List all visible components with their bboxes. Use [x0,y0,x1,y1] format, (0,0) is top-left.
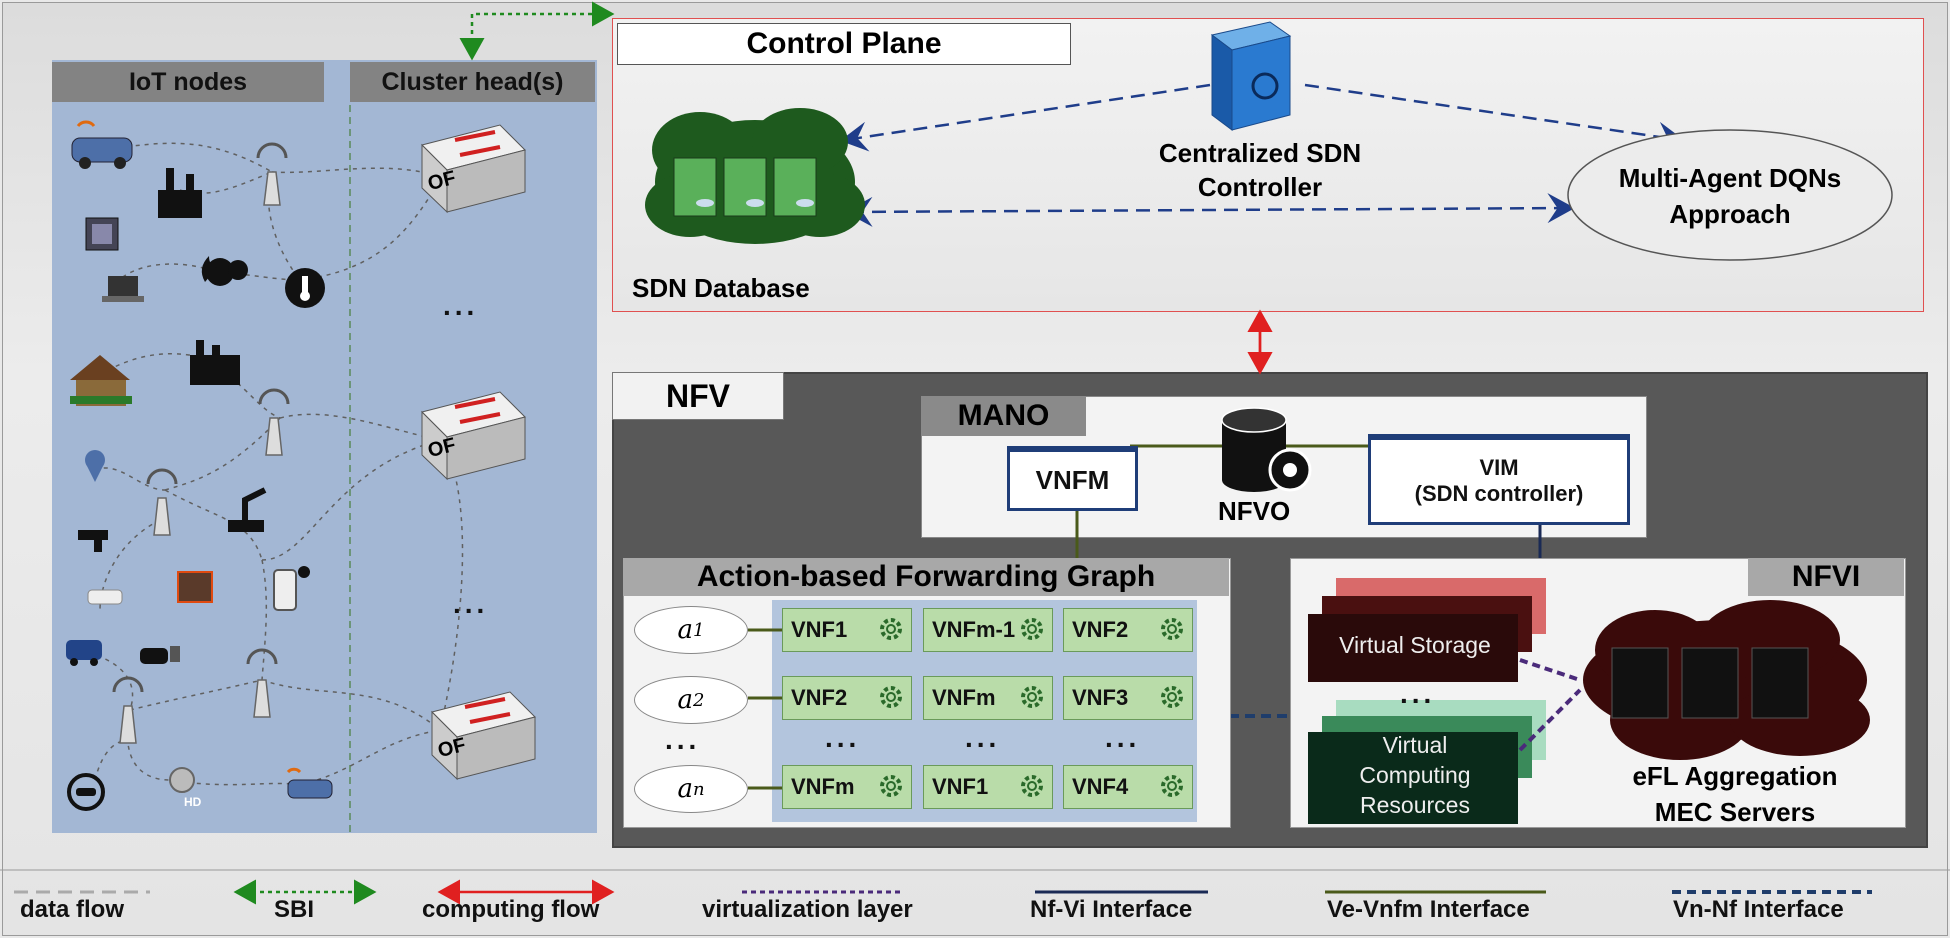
dqn-label-line-2: Approach [1669,199,1791,229]
vnf-box: VNFm [923,676,1053,720]
antenna-icon [112,676,144,744]
antenna-icon [258,388,290,456]
controller-label: Centralized SDN Controller [1120,136,1400,204]
chip-icon [85,217,119,251]
hd-camera-icon: HD [169,767,202,809]
vnf-box: VNF4 [1063,765,1193,809]
nfvo-database-icon [1221,407,1312,492]
antenna-icon [246,648,278,718]
mec-server-cloud-icon [1583,600,1870,760]
vim-label-line-1: VIM [1479,455,1519,480]
controller-label-line-2: Controller [1197,172,1323,202]
legend-ve-vnfm: Ve-Vnfm Interface [1327,896,1530,923]
dqn-label-line-1: Multi-Agent DQNs [1618,163,1842,193]
controller-label-line-1: Centralized SDN [1158,138,1362,168]
connected-car-icon [71,120,133,169]
actions-ellipsis: ... [665,724,701,755]
vim-box: VIM (SDN controller) [1368,434,1630,525]
legend-sbi: SBI [274,896,315,923]
vnf-box: VNF3 [1063,676,1193,720]
legend-computing-flow: computing flow [422,896,600,923]
control-plane-title: Control Plane [617,23,1071,65]
of-switch-icons [421,124,536,781]
legend-nf-vi: Nf-Vi Interface [1030,896,1193,923]
compute-layer-front [1308,732,1518,824]
of-switch-3 [431,691,536,781]
virtual-computing-label: Virtual Computing Resources [1320,730,1510,820]
legend-data-flow: data flow [20,896,125,923]
virtual-computing-line-3: Resources [1360,792,1470,818]
nfv-title: NFV [612,372,784,420]
vnf-ellipsis: ... [1105,722,1141,753]
virtual-computing-line-2: Computing [1359,762,1471,788]
iot-nodes-header: IoT nodes [52,62,324,102]
dqn-label: Multi-Agent DQNs Approach [1580,160,1880,232]
location-pin-icon [85,450,105,482]
industry-icon [190,340,240,385]
forwarding-graph-title: Action-based Forwarding Graph [623,558,1229,596]
sdn-database-label: SDN Database [632,273,810,303]
thermometer-icon [285,268,325,308]
smart-home-icon [70,355,132,406]
mec-label: eFL Aggregation MEC Servers [1610,758,1860,830]
virtual-storage-label: Virtual Storage [1339,632,1491,658]
vehicle-icon [140,646,180,664]
water-tap-icon [78,530,108,552]
vnf-box: VNFm [782,765,912,809]
storage-layer-front [1308,614,1518,682]
vnf-box: VNF1 [782,608,912,652]
sbi-arrow [459,1,615,61]
smartphone-icon [273,566,310,611]
of-switch-1 [421,124,526,214]
legend-virtualization: virtualization layer [702,896,913,923]
svg-text:HD: HD [184,795,202,809]
connected-car-icon-2 [286,767,333,799]
virtual-computing-line-1: Virtual [1382,732,1448,758]
of-switch-2 [421,391,526,481]
cluster-ellipsis-2: ... [453,588,489,619]
factory-icon [158,168,202,218]
mano-title: MANO [921,396,1086,436]
vnf-box: VNF2 [782,676,912,720]
laptop-icon [102,276,144,302]
nfvo-label: NFVO [1218,496,1291,526]
antenna-icon [146,468,178,536]
vnf-box: VNF2 [1063,608,1193,652]
mec-label-line-1: eFL Aggregation [1632,761,1838,791]
mec-label-line-2: MEC Servers [1654,797,1816,827]
antenna-icon [256,142,288,206]
vnf-ellipsis: ... [825,722,861,753]
vnf-ellipsis: ... [965,722,1001,753]
server-rack-icon [177,571,213,603]
cluster-ellipsis-1: ... [443,290,479,321]
health-monitor-icon [87,589,123,605]
virtualization-link [1519,658,1581,682]
fire-cloud-icon [201,256,248,286]
nfvi-ellipsis: ... [1400,678,1436,709]
iot-device-icons: HD [66,120,333,811]
vnf-box: VNF1 [923,765,1053,809]
virtualization-link [1518,688,1582,752]
antenna-icons [112,142,290,744]
robot-arm-icon [228,487,267,532]
vim-label-line-2: (SDN controller) [1414,481,1584,506]
vnf-box: VNFm-1 [923,608,1053,652]
vnfm-box: VNFM [1007,446,1138,511]
ambulance-icon [66,640,102,666]
nfvi-title: NFVI [1748,558,1904,596]
legend-vn-nf: Vn-Nf Interface [1673,896,1844,923]
gamepad-icon [67,773,105,811]
cluster-heads-header: Cluster head(s) [350,62,595,102]
